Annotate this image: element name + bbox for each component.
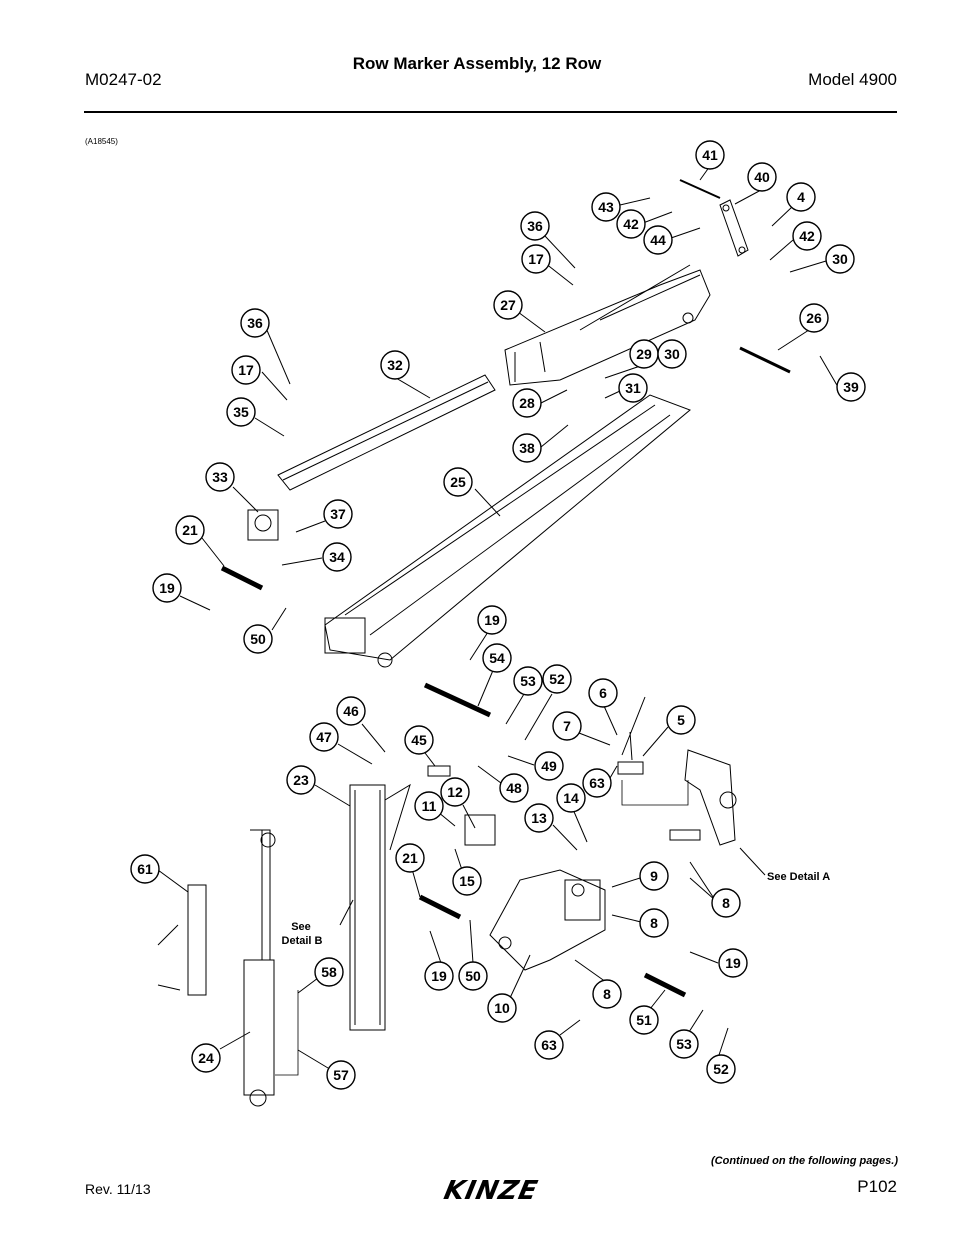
callout-36: 36 (247, 315, 263, 331)
callout-51: 51 (636, 1012, 652, 1028)
callout-8: 8 (650, 915, 658, 931)
callout-36: 36 (527, 218, 543, 234)
callout-19: 19 (159, 580, 175, 596)
revision-date: Rev. 11/13 (85, 1181, 151, 1197)
callout-45: 45 (411, 732, 427, 748)
callout-17: 17 (528, 251, 544, 267)
callout-48: 48 (506, 780, 522, 796)
part-drawings (157, 179, 791, 1107)
callout-23: 23 (293, 772, 309, 788)
page-title: Row Marker Assembly, 12 Row (352, 54, 602, 73)
see-detail-b-note-line2: Detail B (282, 935, 323, 947)
callout-33: 33 (212, 469, 228, 485)
callout-35: 35 (233, 404, 249, 420)
callout-53: 53 (676, 1036, 692, 1052)
callout-53: 53 (520, 673, 536, 689)
callout-24: 24 (198, 1050, 214, 1066)
callout-11: 11 (422, 798, 437, 814)
callout-42: 42 (623, 216, 639, 232)
callout-17: 17 (238, 362, 254, 378)
kinze-logo: KINZE (432, 1172, 550, 1206)
callout-29: 29 (636, 346, 652, 362)
callout-54: 54 (489, 650, 505, 666)
callout-34: 34 (329, 549, 345, 565)
callout-52: 52 (713, 1061, 729, 1077)
callout-63: 63 (541, 1037, 557, 1053)
callout-31: 31 (625, 380, 641, 396)
callout-19: 19 (431, 968, 447, 984)
callout-39: 39 (843, 379, 859, 395)
callout-bubbles (130, 140, 866, 1090)
model-name: Model 4900 (808, 70, 897, 89)
callout-30: 30 (664, 346, 680, 362)
callout-labels: 41 40 4 43 42 44 42 30 36 17 27 26 29 30… (137, 147, 859, 1083)
callout-50: 50 (250, 631, 266, 647)
callout-43: 43 (598, 199, 614, 215)
callout-42: 42 (799, 228, 815, 244)
kinze-logo-text: KINZE (441, 1176, 541, 1206)
callout-19: 19 (484, 612, 500, 628)
leader-lines (157, 165, 839, 1069)
callout-63: 63 (589, 775, 605, 791)
callout-5: 5 (677, 712, 685, 728)
callout-44: 44 (650, 232, 666, 248)
callout-8: 8 (722, 895, 730, 911)
callout-57: 57 (333, 1067, 349, 1083)
page-number: P102 (857, 1177, 897, 1196)
callout-10: 10 (494, 1000, 510, 1016)
callout-49: 49 (541, 758, 557, 774)
callout-12: 12 (447, 784, 463, 800)
callout-30: 30 (832, 251, 848, 267)
callout-38: 38 (519, 440, 535, 456)
header-rule (84, 111, 897, 113)
callout-8: 8 (603, 986, 611, 1002)
callout-40: 40 (754, 169, 770, 185)
callout-21: 21 (182, 522, 198, 538)
callout-4: 4 (797, 189, 805, 205)
detail-notes: See Detail A See Detail B (282, 871, 831, 947)
callout-21: 21 (402, 850, 418, 866)
callout-52: 52 (549, 671, 565, 687)
callout-32: 32 (387, 357, 403, 373)
callout-13: 13 (531, 810, 547, 826)
callout-26: 26 (806, 310, 822, 326)
callout-50: 50 (465, 968, 481, 984)
callout-47: 47 (316, 729, 332, 745)
callout-37: 37 (330, 506, 346, 522)
continued-note: (Continued on the following pages.) (711, 1155, 898, 1167)
callout-9: 9 (650, 868, 658, 884)
document-number: M0247-02 (85, 70, 162, 89)
callout-27: 27 (500, 297, 516, 313)
callout-25: 25 (450, 474, 466, 490)
callout-46: 46 (343, 703, 359, 719)
callout-41: 41 (702, 147, 718, 163)
callout-28: 28 (519, 395, 535, 411)
callout-15: 15 (459, 873, 475, 889)
see-detail-a-note: See Detail A (767, 871, 830, 883)
callout-6: 6 (599, 685, 607, 701)
see-detail-b-note-line1: See (291, 921, 311, 933)
callout-14: 14 (563, 790, 579, 806)
callout-58: 58 (321, 964, 337, 980)
callout-61: 61 (137, 861, 153, 877)
figure-reference: (A18545) (85, 137, 118, 146)
callout-7: 7 (563, 718, 571, 734)
callout-19: 19 (725, 955, 741, 971)
